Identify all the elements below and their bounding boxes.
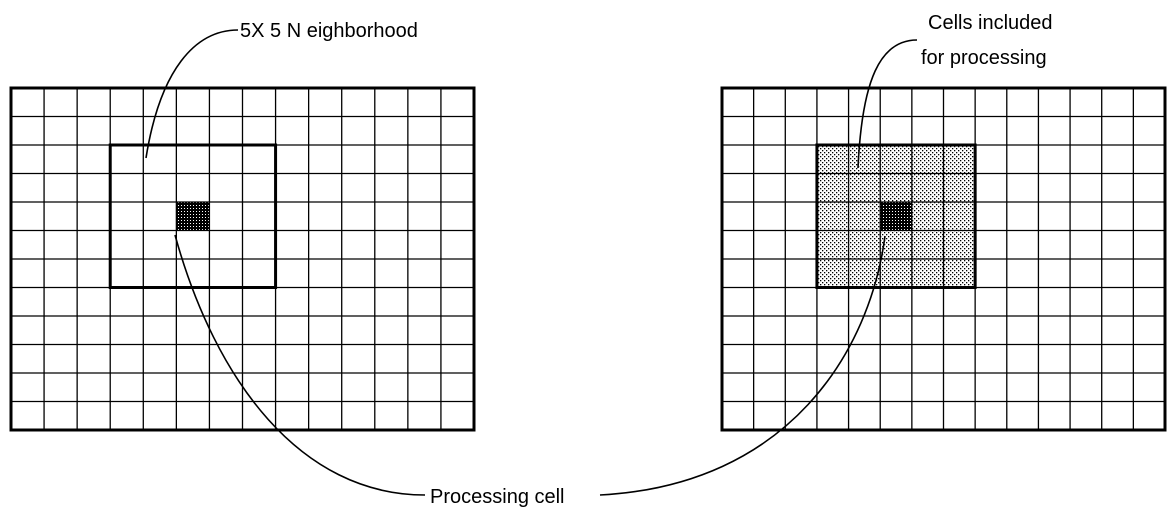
neighborhood-label: 5X 5 N eighborhood	[240, 20, 418, 42]
included-leader-line	[857, 39, 918, 169]
included-cell	[880, 259, 912, 288]
processing-leader-right	[599, 235, 886, 496]
included-cell	[911, 145, 944, 174]
processing-leader-left	[174, 234, 426, 496]
included-cell	[911, 230, 944, 259]
included-label-line1: Cells included	[928, 12, 1053, 34]
included-cell	[816, 230, 849, 259]
neighborhood-leader-line	[145, 29, 239, 159]
processing-cell-label: Processing cell	[430, 486, 565, 508]
neighborhood-box	[815, 143, 977, 289]
processing-cell	[880, 202, 912, 231]
included-cell	[880, 173, 912, 202]
included-cell	[943, 145, 976, 174]
included-cell	[848, 173, 881, 202]
grid-border	[720, 86, 1167, 432]
included-cell	[848, 202, 881, 231]
included-cell	[816, 259, 849, 288]
included-cell	[943, 230, 976, 259]
included-cell	[911, 202, 944, 231]
included-label-line2: for processing	[921, 47, 1047, 69]
processing-cell	[176, 202, 210, 231]
included-cell	[816, 173, 849, 202]
left-grid	[9, 86, 476, 432]
right-grid	[720, 86, 1167, 432]
included-cell	[816, 145, 849, 174]
included-cell	[848, 230, 881, 259]
included-cell	[943, 173, 976, 202]
included-cell	[880, 145, 912, 174]
included-cell	[880, 230, 912, 259]
included-cell	[911, 259, 944, 288]
included-cell	[816, 202, 849, 231]
included-cell	[943, 202, 976, 231]
included-cell	[848, 145, 881, 174]
included-cell	[911, 173, 944, 202]
grid-border	[9, 86, 476, 432]
included-cell	[943, 259, 976, 288]
neighborhood-box	[108, 143, 278, 289]
